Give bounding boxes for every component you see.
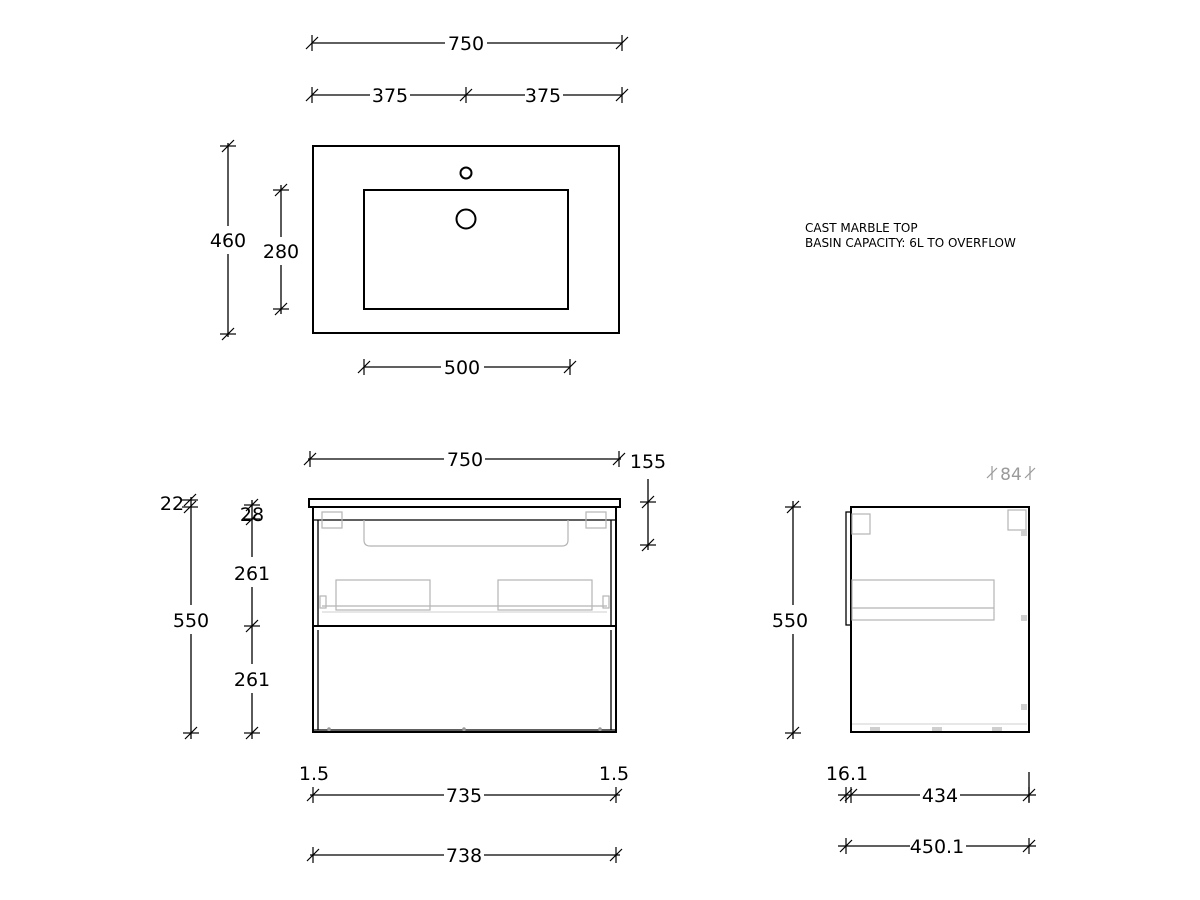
note-material: CAST MARBLE TOP: [805, 221, 918, 235]
dim-label: 550: [173, 610, 209, 632]
drawing-notes: CAST MARBLE TOP BASIN CAPACITY: 6L TO OV…: [805, 221, 1016, 250]
waste-hole: [455, 208, 477, 230]
dim-label-side-right: 1.5: [599, 763, 629, 785]
dim-top-basin-width: 500: [357, 357, 577, 379]
side-view: 84 550 16.1: [772, 465, 1036, 858]
front-cabinet: [308, 498, 621, 733]
dim-label: 450.1: [910, 836, 964, 858]
dim-front-drawers: 28 261 261: [234, 498, 270, 740]
dim-label: 750: [447, 449, 483, 471]
dim-side-recess: 84: [986, 465, 1036, 485]
dim-label-right: 375: [525, 85, 561, 107]
dim-top-overall-depth: 460: [210, 139, 246, 341]
dim-label: 750: [448, 33, 484, 55]
vanity-top-outline: [312, 145, 620, 334]
dim-label: 434: [922, 785, 958, 807]
dim-top-overall-width: 750: [305, 33, 629, 55]
carcass-outline: [312, 506, 617, 733]
dim-label-side-left: 1.5: [299, 763, 329, 785]
dim-top-basin-depth: 280: [263, 183, 299, 316]
dim-side-overall-depth: 450.1: [838, 836, 1036, 858]
dim-front-inner-width: 1.5 1.5 735: [299, 763, 629, 807]
dim-label-left: 375: [372, 85, 408, 107]
dim-top-half-widths: 375 375: [305, 85, 629, 107]
dim-label: 460: [210, 230, 246, 252]
dim-label: 22: [160, 493, 184, 515]
side-cabinet: [845, 506, 1030, 733]
dim-front-top-thickness: 22: [160, 493, 199, 515]
dim-label-upper: 261: [234, 563, 270, 585]
dim-front-top-height: 155: [630, 451, 666, 552]
top-view: 750 375 375 460 280: [210, 33, 629, 379]
dim-side-height: 550: [772, 500, 808, 740]
dim-label: 738: [446, 845, 482, 867]
basin-outline: [363, 189, 569, 310]
dim-label: 280: [263, 241, 299, 263]
side-drawer-front: [845, 511, 852, 626]
tap-hole: [459, 166, 473, 180]
dim-label: 550: [772, 610, 808, 632]
dim-label: 155: [630, 451, 666, 473]
marble-top: [308, 498, 621, 508]
dim-label: 500: [444, 357, 480, 379]
front-view: 750 155 22 550 28 261 261: [160, 449, 666, 867]
dim-label: 84: [1000, 465, 1022, 485]
dim-front-height: 550: [173, 497, 209, 740]
dim-front-overall-width: 750: [303, 449, 626, 471]
dim-label: 735: [446, 785, 482, 807]
note-capacity: BASIN CAPACITY: 6L TO OVERFLOW: [805, 236, 1016, 250]
dim-front-carcass-width: 738: [306, 845, 623, 867]
dim-label-gap: 28: [240, 504, 264, 526]
dim-side-carcass-depth: 16.1 434: [826, 763, 1036, 807]
dim-label-drawer-front: 16.1: [826, 763, 868, 785]
dim-label-lower: 261: [234, 669, 270, 691]
